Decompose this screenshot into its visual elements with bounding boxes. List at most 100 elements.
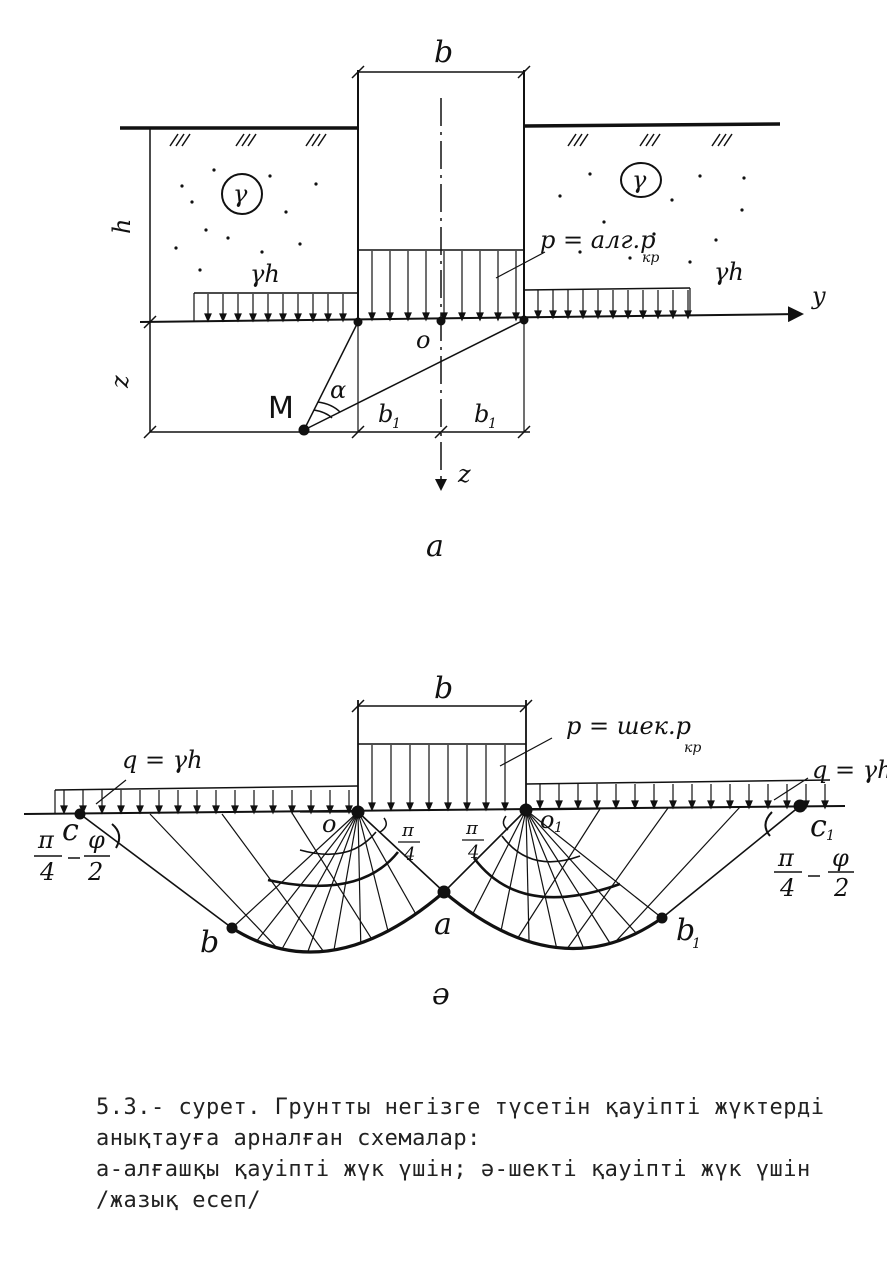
point-c1-sub: 1: [826, 828, 835, 844]
point-right-edge: [519, 315, 529, 325]
surcharge-arrow-head: [279, 313, 287, 323]
pressure-arrow-head: [422, 312, 430, 322]
surcharge-arrow-head: [594, 310, 602, 320]
surcharge-top-right: [523, 287, 691, 291]
slip-line-left: [231, 890, 446, 954]
angle-label: α: [330, 376, 346, 404]
zone-line-right: [525, 808, 601, 811]
surcharge-arrow-head: [650, 800, 658, 810]
surcharge-arrows-a: [204, 290, 692, 323]
svg-text:φ: φ: [832, 844, 849, 872]
passive-line-right: [517, 808, 601, 939]
point-b1-label: b: [676, 913, 695, 948]
soil-dot: [204, 228, 208, 232]
passive-line-left: [221, 813, 324, 952]
pressure-arrow-head: [476, 312, 484, 322]
surcharge-arrow-head: [307, 805, 315, 815]
soil-dot: [174, 246, 178, 250]
point-b-label: b: [200, 925, 219, 960]
surcharge-arrow-head: [269, 805, 277, 815]
surcharge-arrow-head: [204, 313, 212, 323]
surcharge-arrow-head: [324, 313, 332, 323]
slip-line-right: [442, 890, 663, 951]
surcharge-arrow-head: [536, 800, 544, 810]
soil-dot: [628, 256, 632, 260]
soil-dot: [212, 168, 216, 172]
fan-ray-left: [333, 811, 359, 951]
fan-ray-left: [281, 811, 359, 950]
pressure-arrow-head: [463, 802, 471, 812]
soil-dot: [180, 184, 184, 188]
figure-b-letter: ә: [432, 977, 450, 1012]
point-o-label: o: [322, 810, 336, 838]
ray-m-right: [303, 319, 525, 431]
surcharge-arrow-head: [174, 805, 182, 815]
surcharge-label-right-b: q = γh: [812, 756, 887, 784]
pressure-arrows-b: [368, 745, 509, 812]
ground-surface-right: [523, 122, 781, 128]
surcharge-arrow-head: [345, 805, 353, 815]
point-o1-label: o: [540, 806, 554, 834]
half-width-right-label: b: [474, 400, 489, 428]
soil-dot: [578, 250, 582, 254]
passive-line-left: [149, 813, 278, 949]
surcharge-arrow-head: [555, 800, 563, 810]
surcharge-arrow-head: [783, 800, 791, 810]
slip-curve-right-1: [472, 857, 621, 899]
fan-ray-right: [443, 809, 527, 893]
soil-dots: [174, 168, 746, 272]
point-o1: [519, 803, 533, 817]
surcharge-arrow-head: [117, 805, 125, 815]
half-width-left-label: b: [378, 400, 393, 428]
fan-ray-right: [525, 809, 611, 944]
pressure-label-a: p = алг.p: [540, 226, 655, 254]
caption-line-2: анықтауға арналған схемалар:: [96, 1126, 481, 1151]
passive-line-right: [566, 807, 669, 949]
fan-ray-left: [357, 811, 362, 944]
svg-text:4: 4: [467, 842, 479, 863]
surcharge-label-right-a: γh: [714, 258, 744, 286]
surcharge-arrow-head: [288, 805, 296, 815]
pressure-arrow-head: [494, 312, 502, 322]
figure-a-letter: a: [426, 529, 444, 564]
surcharge-arrow-head: [309, 313, 317, 323]
pressure-arrow-head: [386, 312, 394, 322]
surcharge-arrow-head: [155, 805, 163, 815]
point-b: [226, 922, 238, 934]
soil-dot: [260, 250, 264, 254]
soil-hatching: [169, 133, 733, 147]
svg-text:π: π: [465, 818, 479, 839]
angle-arc: [317, 401, 341, 413]
figure-a: [120, 65, 804, 491]
surcharge-arrow-head: [821, 800, 829, 810]
surcharge-arrow-head: [574, 800, 582, 810]
depth-label-z: z: [106, 375, 134, 389]
soil-dot: [714, 238, 718, 242]
surcharge-arrow-head: [726, 800, 734, 810]
depth-label-h: h: [108, 219, 136, 234]
angle-formula-o1: π 4: [462, 818, 484, 863]
surcharge-arrow-head: [684, 310, 692, 320]
surcharge-arrow-head: [294, 313, 302, 323]
surcharge-arrow-head: [339, 313, 347, 323]
surcharge-arrow-head: [669, 310, 677, 320]
point-c1: [793, 799, 807, 813]
width-label-a: b: [434, 35, 453, 70]
surcharge-arrow-head: [249, 313, 257, 323]
half-width-left-sub: 1: [392, 416, 401, 432]
surcharge-arrow-head: [688, 800, 696, 810]
pressure-arrow-head: [404, 312, 412, 322]
gamma-left-label: γ: [233, 180, 248, 208]
surcharge-arrow-head: [593, 800, 601, 810]
soil-dot: [298, 242, 302, 246]
base-line-b: [23, 805, 846, 815]
svg-text:2: 2: [87, 858, 103, 886]
surcharge-arrow-head: [745, 800, 753, 810]
surcharge-arrow-head: [60, 805, 68, 815]
surcharge-arrow-head: [193, 805, 201, 815]
surcharge-label-left-a: γh: [250, 260, 280, 288]
soil-dot: [688, 260, 692, 264]
fan-ray-right: [472, 809, 527, 915]
point-b1: [656, 912, 668, 924]
pressure-arrow-head: [440, 312, 448, 322]
